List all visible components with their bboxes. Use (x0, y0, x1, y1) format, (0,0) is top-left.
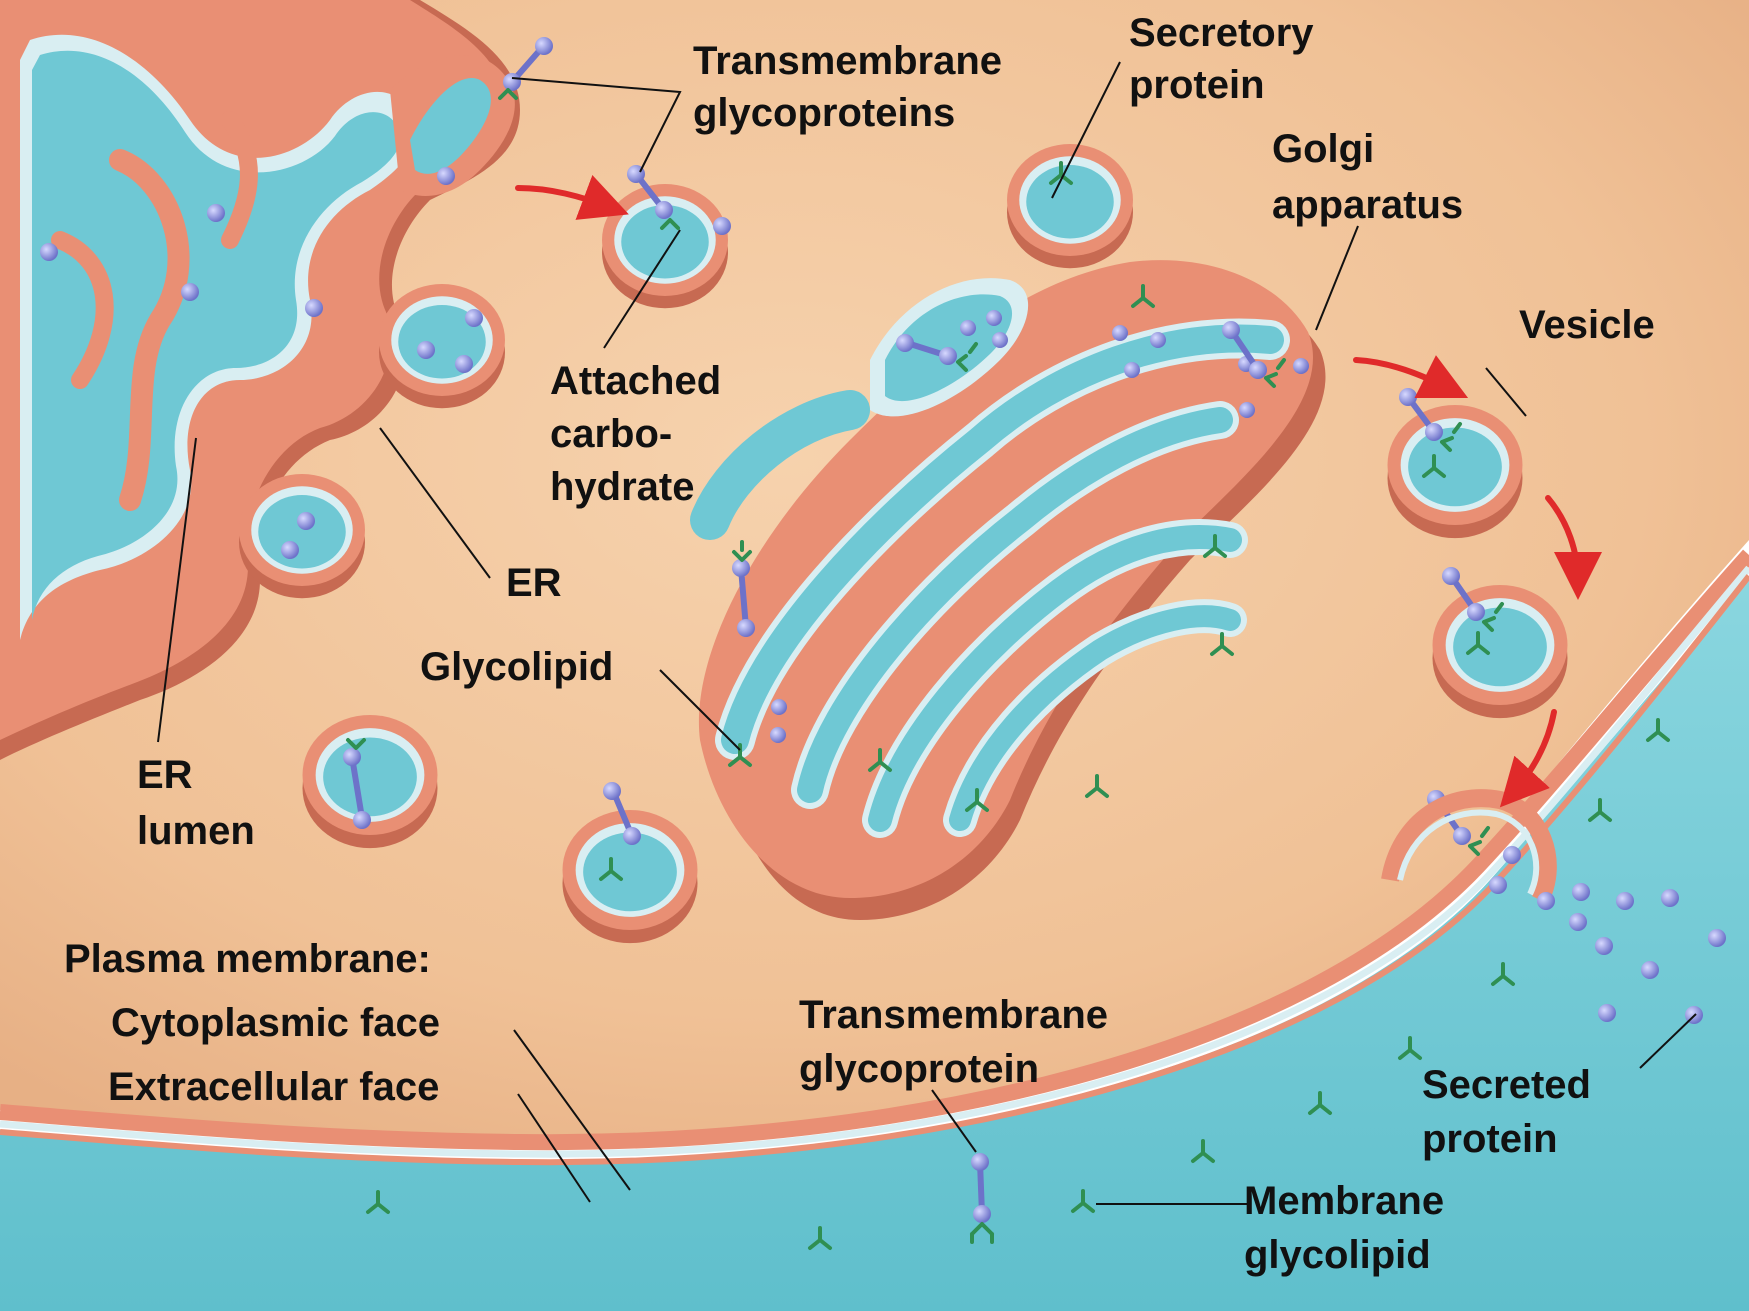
label-glycolipid: Glycolipid (420, 645, 613, 689)
label-cytoplasmic-face: Cytoplasmic face (111, 1001, 440, 1045)
label-extracellular-face: Extracellular face (108, 1065, 439, 1109)
label-er: ER (506, 561, 562, 605)
label-plasma-membrane: Plasma membrane: (64, 937, 431, 981)
label-vesicle: Vesicle (1519, 303, 1655, 347)
